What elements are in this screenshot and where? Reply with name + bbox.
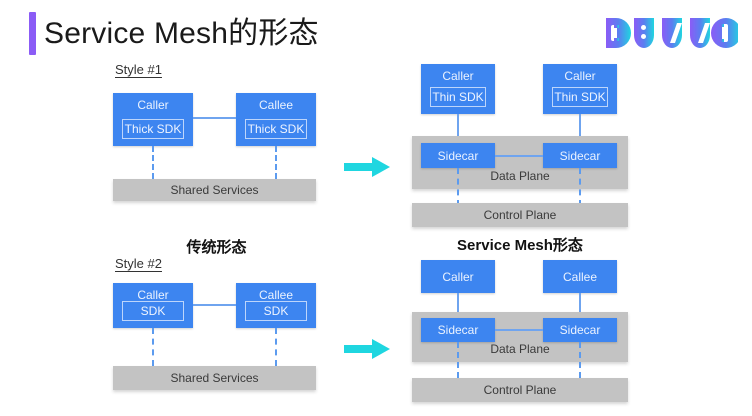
dubbo-logo — [606, 16, 738, 50]
topleft-shared-services-panel: Shared Services — [113, 179, 316, 201]
topleft-callee-shared-link — [275, 146, 277, 179]
style-2-label: Style #2 — [115, 256, 162, 271]
topleft-shared-services-label: Shared Services — [170, 183, 259, 197]
topright-caller-left-title: Caller — [442, 69, 474, 83]
bottomleft-callee-shared-link — [275, 328, 277, 366]
topright-caller-right-sdk: Thin SDK — [552, 87, 608, 107]
topright-sidecar-right-title: Sidecar — [559, 148, 601, 163]
bottomright-sidecar-left-node[interactable]: Sidecar — [421, 318, 495, 342]
bottomright-callee-title: Callee — [562, 269, 598, 284]
bottomleft-shared-services-label: Shared Services — [170, 371, 259, 385]
bottomleft-callee-node[interactable]: Callee SDK — [236, 283, 316, 328]
topright-sidecar-left-title: Sidecar — [437, 148, 479, 163]
topright-control-plane-label: Control Plane — [483, 208, 557, 222]
topleft-caller-callee-link — [193, 117, 236, 119]
topright-control-plane-panel: Control Plane — [412, 203, 628, 227]
bottomright-data-plane-label: Data Plane — [490, 342, 550, 356]
topright-caller-left-node[interactable]: Caller Thin SDK — [421, 64, 495, 114]
topright-caller-right-sidecar-link — [579, 114, 581, 146]
topright-sidecar-right-node[interactable]: Sidecar — [543, 143, 617, 168]
topright-data-plane-label: Data Plane — [490, 169, 550, 183]
topleft-caller-shared-link — [152, 146, 154, 179]
bottomright-sidecar-link — [495, 329, 543, 331]
bottomright-sidecar-left-title: Sidecar — [437, 323, 479, 337]
bottomleft-caller-sdk: SDK — [122, 301, 184, 321]
bottomleft-callee-sdk: SDK — [245, 301, 307, 321]
bottomleft-caller-shared-link — [152, 328, 154, 366]
topleft-callee-sdk: Thick SDK — [245, 119, 307, 139]
topright-sidecar-left-node[interactable]: Sidecar — [421, 143, 495, 168]
bottomright-caller-node[interactable]: Caller — [421, 260, 495, 293]
bottomleft-caller-title: Caller — [137, 288, 169, 302]
topleft-callee-title: Callee — [258, 98, 294, 112]
bottomleft-callee-title: Callee — [258, 288, 294, 302]
bottomright-sidecar-right-node[interactable]: Sidecar — [543, 318, 617, 342]
topleft-caller-node[interactable]: Caller Thick SDK — [113, 93, 193, 146]
title-accent-bar — [29, 12, 36, 55]
topright-sidecar-link — [495, 155, 543, 157]
topright-sidecar-left-control-link — [457, 168, 459, 206]
service-mesh-section-label: Service Mesh形态 — [457, 237, 583, 254]
bottomright-control-plane-panel: Control Plane — [412, 378, 628, 402]
topright-caller-left-sidecar-link — [457, 114, 459, 146]
bottomright-sidecar-right-control-link — [579, 342, 581, 378]
bottomright-caller-title: Caller — [442, 269, 474, 284]
style-1-label: Style #1 — [115, 62, 162, 77]
traditional-section-label: 传统形态 — [186, 239, 247, 256]
bottomright-sidecar-right-title: Sidecar — [559, 323, 601, 337]
bottomright-sidecar-left-control-link — [457, 342, 459, 378]
topleft-caller-title: Caller — [137, 98, 169, 112]
transform-arrow-bottom — [344, 337, 390, 361]
bottomleft-shared-services-panel: Shared Services — [113, 366, 316, 390]
topright-caller-right-node[interactable]: Caller Thin SDK — [543, 64, 617, 114]
bottomright-callee-node[interactable]: Callee — [543, 260, 617, 293]
topright-sidecar-right-control-link — [579, 168, 581, 206]
topleft-caller-sdk: Thick SDK — [122, 119, 184, 139]
bottomright-callee-sidecar-link — [579, 293, 581, 320]
topright-caller-left-sdk: Thin SDK — [430, 87, 486, 107]
bottomright-caller-sidecar-link — [457, 293, 459, 320]
bottomleft-caller-callee-link — [193, 304, 236, 306]
bottomleft-caller-node[interactable]: Caller SDK — [113, 283, 193, 328]
topleft-callee-node[interactable]: Callee Thick SDK — [236, 93, 316, 146]
topright-caller-right-title: Caller — [564, 69, 596, 83]
transform-arrow-top — [344, 155, 390, 179]
bottomright-control-plane-label: Control Plane — [483, 383, 557, 397]
page-title: Service Mesh的形态 — [44, 17, 319, 50]
